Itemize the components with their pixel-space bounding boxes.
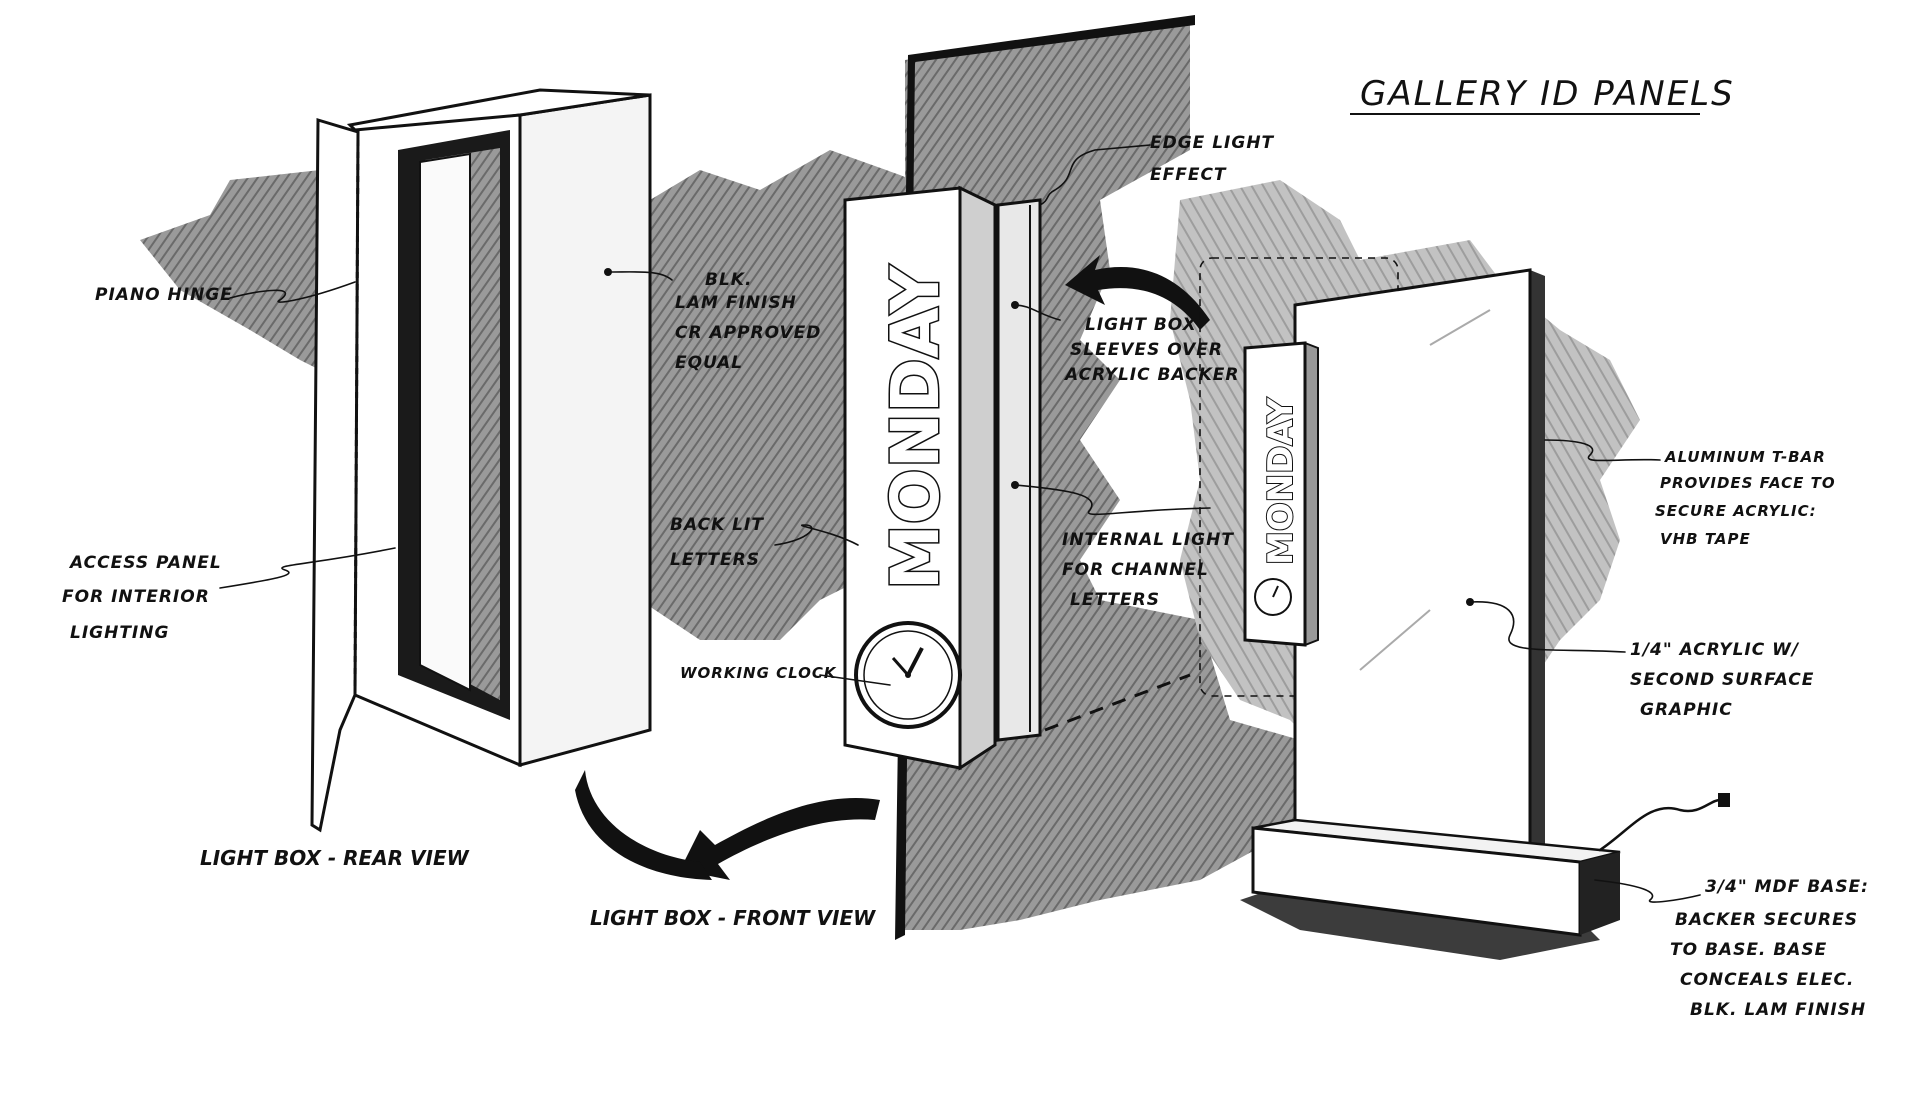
leader-acrylic — [1469, 601, 1626, 653]
power-cord — [1598, 798, 1722, 852]
note-blk-lam-2: LAM FINISH — [675, 293, 797, 313]
page-title: GALLERY ID PANELS — [1360, 74, 1735, 114]
leader-edge-light — [1039, 144, 1151, 206]
mini-monday-text: MONDAY — [1261, 398, 1301, 565]
clock-hour-hand — [906, 647, 924, 676]
piano-hinge-line — [353, 139, 360, 691]
note-mdf-base-2: BACKER SECURES — [1675, 910, 1858, 930]
glass-glint-2 — [1359, 609, 1431, 671]
mdf-base-side — [1580, 852, 1620, 935]
leader-internal-light — [1014, 484, 1211, 516]
note-access-panel-3: LIGHTING — [70, 623, 169, 643]
lightbox-rear-view: LIGHT BOX - REAR VIEW — [200, 88, 652, 870]
leader-back-lit — [774, 524, 859, 546]
acrylic-panel — [1293, 268, 1532, 862]
note-tbar-1: ALUMINUM T-BAR — [1664, 448, 1826, 466]
monday-sign-text: MONDAY — [877, 264, 954, 590]
leader-lines — [219, 144, 1701, 903]
leader-blk-lam — [607, 271, 673, 281]
note-mdf-base-3: TO BASE. BASE — [1670, 940, 1827, 960]
note-tbar-4: VHB TAPE — [1660, 530, 1751, 548]
annotations: PIANO HINGE BLK. LAM FINISH CR APPROVED … — [62, 133, 1869, 1020]
note-blk-lam-3: CR APPROVED — [675, 323, 821, 343]
glass-glint-1 — [1429, 309, 1491, 346]
note-tbar-2: PROVIDES FACE TO — [1660, 474, 1836, 492]
cabinet-side — [518, 93, 652, 767]
acrylic-panel-edge — [1530, 270, 1545, 862]
leader-working-clock — [819, 674, 891, 686]
note-mdf-base-4: CONCEALS ELEC. — [1680, 970, 1854, 990]
note-blk-lam-1: BLK. — [705, 270, 752, 290]
note-internal-light-3: LETTERS — [1070, 590, 1160, 610]
mini-clock-hand — [1272, 585, 1279, 598]
rotate-arrow-lower — [680, 798, 880, 880]
lightbox-side — [958, 185, 997, 771]
note-piano-hinge: PIANO HINGE — [95, 285, 233, 305]
dot-light-box — [1011, 301, 1019, 309]
lightbox-face — [843, 186, 962, 770]
note-acrylic-1: 1/4" ACRYLIC W/ — [1630, 640, 1800, 660]
note-blk-lam-4: EQUAL — [675, 353, 743, 373]
leader-mdf-base — [1594, 879, 1701, 903]
leader-access-panel — [219, 547, 396, 589]
rotate-arrow-lower-body — [575, 770, 712, 880]
placement-dashed-line — [1044, 673, 1191, 732]
dot-acrylic — [1466, 598, 1474, 606]
cabinet-inner-panel — [419, 152, 471, 692]
note-edge-light-1: EDGE LIGHT — [1150, 133, 1275, 153]
mini-lightbox-side — [1304, 341, 1319, 647]
note-mdf-base-1: 3/4" MDF BASE: — [1705, 877, 1869, 897]
access-door — [310, 117, 360, 833]
note-acrylic-3: GRAPHIC — [1640, 700, 1733, 720]
dot-blk-lam — [604, 268, 612, 276]
front-view-label: LIGHT BOX - FRONT VIEW — [590, 906, 876, 930]
power-plug — [1718, 793, 1730, 807]
acrylic-backer — [996, 198, 1042, 742]
note-light-box-1: LIGHT BOX — [1085, 315, 1197, 335]
dot-internal-light — [1011, 481, 1019, 489]
note-mdf-base-5: BLK. LAM FINISH — [1690, 1000, 1866, 1020]
clock-minute-hand — [891, 657, 910, 676]
rear-view-label: LIGHT BOX - REAR VIEW — [200, 846, 470, 870]
note-back-lit-2: LETTERS — [670, 550, 760, 570]
note-tbar-3: SECURE ACRYLIC: — [1655, 502, 1817, 520]
note-working-clock: WORKING CLOCK — [680, 664, 837, 682]
working-clock — [854, 621, 962, 729]
note-acrylic-2: SECOND SURFACE — [1630, 670, 1814, 690]
note-internal-light-2: FOR CHANNEL — [1062, 560, 1209, 580]
note-light-box-2: SLEEVES OVER — [1070, 340, 1223, 360]
note-access-panel-2: FOR INTERIOR — [62, 587, 210, 607]
lightbox-front-view: MONDAY LIGHT BOX - FRONT VIEW — [575, 15, 1210, 940]
leader-tbar — [1544, 439, 1661, 462]
clock-center — [905, 672, 911, 678]
rotate-arrow-upper — [1065, 255, 1210, 330]
mini-lightbox-face — [1243, 341, 1307, 647]
note-access-panel-1: ACCESS PANEL — [68, 553, 222, 573]
note-edge-light-2: EFFECT — [1150, 165, 1227, 185]
note-internal-light-1: INTERNAL LIGHT — [1062, 530, 1234, 550]
note-back-lit-1: BACK LIT — [670, 515, 764, 535]
note-light-box-3: ACRYLIC BACKER — [1063, 365, 1239, 385]
leader-piano-hinge — [229, 281, 356, 303]
title-block: GALLERY ID PANELS — [1350, 74, 1735, 115]
gallery-id-panel: MONDAY — [1199, 257, 1730, 937]
